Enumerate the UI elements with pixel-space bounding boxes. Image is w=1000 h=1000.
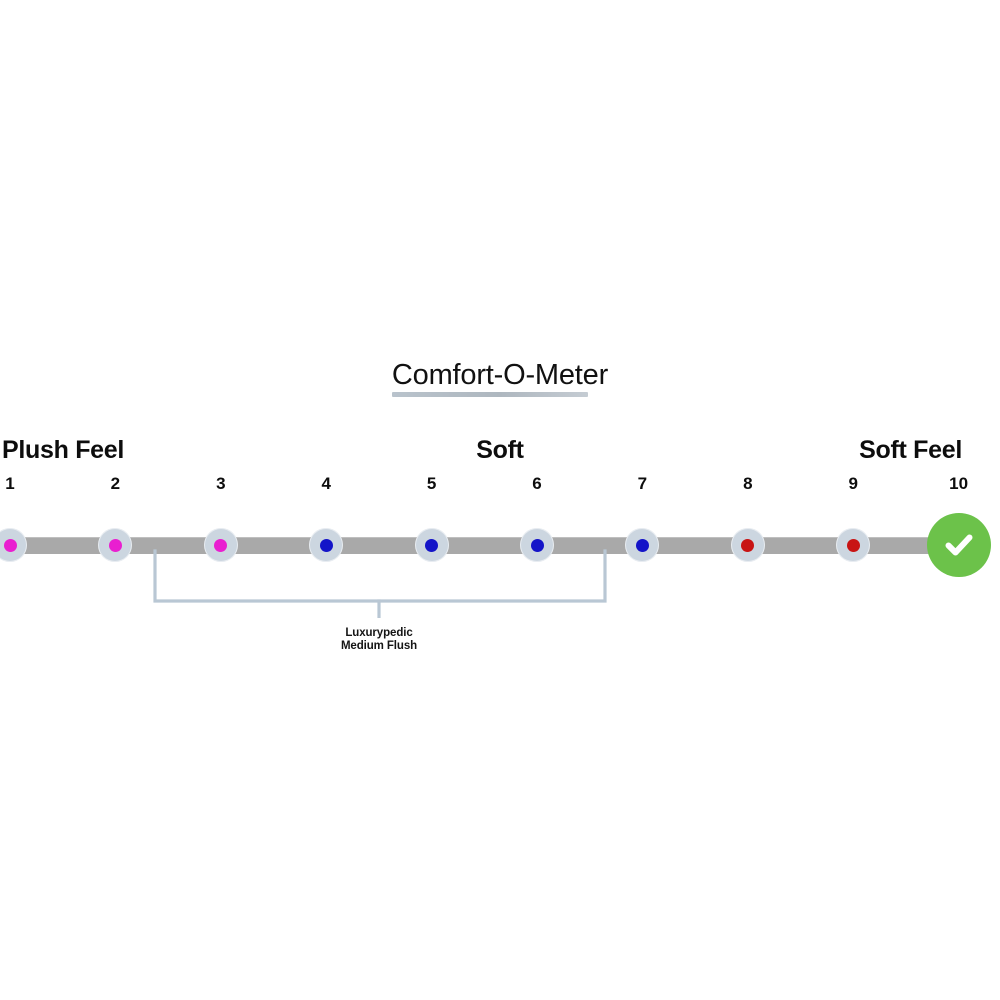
check-icon (945, 534, 973, 556)
scale-point-core (530, 538, 544, 552)
scale-point-9[interactable] (836, 528, 871, 562)
tick-label-7: 7 (637, 474, 648, 493)
chart-title: Comfort-O-Meter (391, 359, 609, 391)
scale-point-core (425, 538, 439, 552)
scale-point-core (741, 538, 755, 552)
scale-point-1[interactable] (0, 528, 27, 562)
tick-label-1: 1 (5, 474, 15, 493)
scale-point-5[interactable] (414, 528, 449, 562)
scale-point-7[interactable] (625, 528, 660, 562)
scale-point-core (635, 538, 649, 552)
tick-label-6: 6 (532, 474, 542, 493)
caption-right: Soft Feel (859, 436, 962, 464)
caption-left: Plush Feel (2, 436, 125, 464)
scale-point-core (319, 538, 333, 552)
callout-label-line2: Medium Flush (340, 639, 418, 652)
caption-center: Soft (476, 436, 524, 464)
tick-label-10: 10 (949, 474, 969, 493)
tick-label-5: 5 (426, 474, 437, 493)
scale-point-core (3, 538, 17, 552)
scale-point-6[interactable] (520, 528, 554, 562)
scale-point-core (108, 538, 122, 552)
tick-label-9: 9 (848, 474, 858, 493)
chart-title-underline (392, 392, 588, 397)
callout-bracket (150, 548, 610, 618)
scale-point-core (214, 538, 228, 552)
callout-bracket-shape (153, 549, 607, 618)
scale-track (6, 537, 956, 554)
scale-point-8[interactable] (730, 528, 765, 562)
tick-label-3: 3 (216, 474, 226, 493)
scale-point-core (846, 538, 860, 552)
scale-point-3[interactable] (203, 528, 238, 562)
tick-label-8: 8 (743, 474, 753, 493)
scale-point-2[interactable] (98, 528, 133, 562)
tick-label-row: 1 2 3 4 5 6 7 8 9 10 (0, 474, 1000, 496)
selected-check-marker[interactable] (926, 513, 991, 577)
callout-label: Luxurypedic Medium Flush (279, 627, 479, 652)
tick-label-4: 4 (321, 474, 331, 493)
tick-label-2: 2 (110, 474, 121, 493)
scale-point-4[interactable] (309, 528, 344, 562)
callout-label-line1: Luxurypedic (345, 627, 413, 639)
